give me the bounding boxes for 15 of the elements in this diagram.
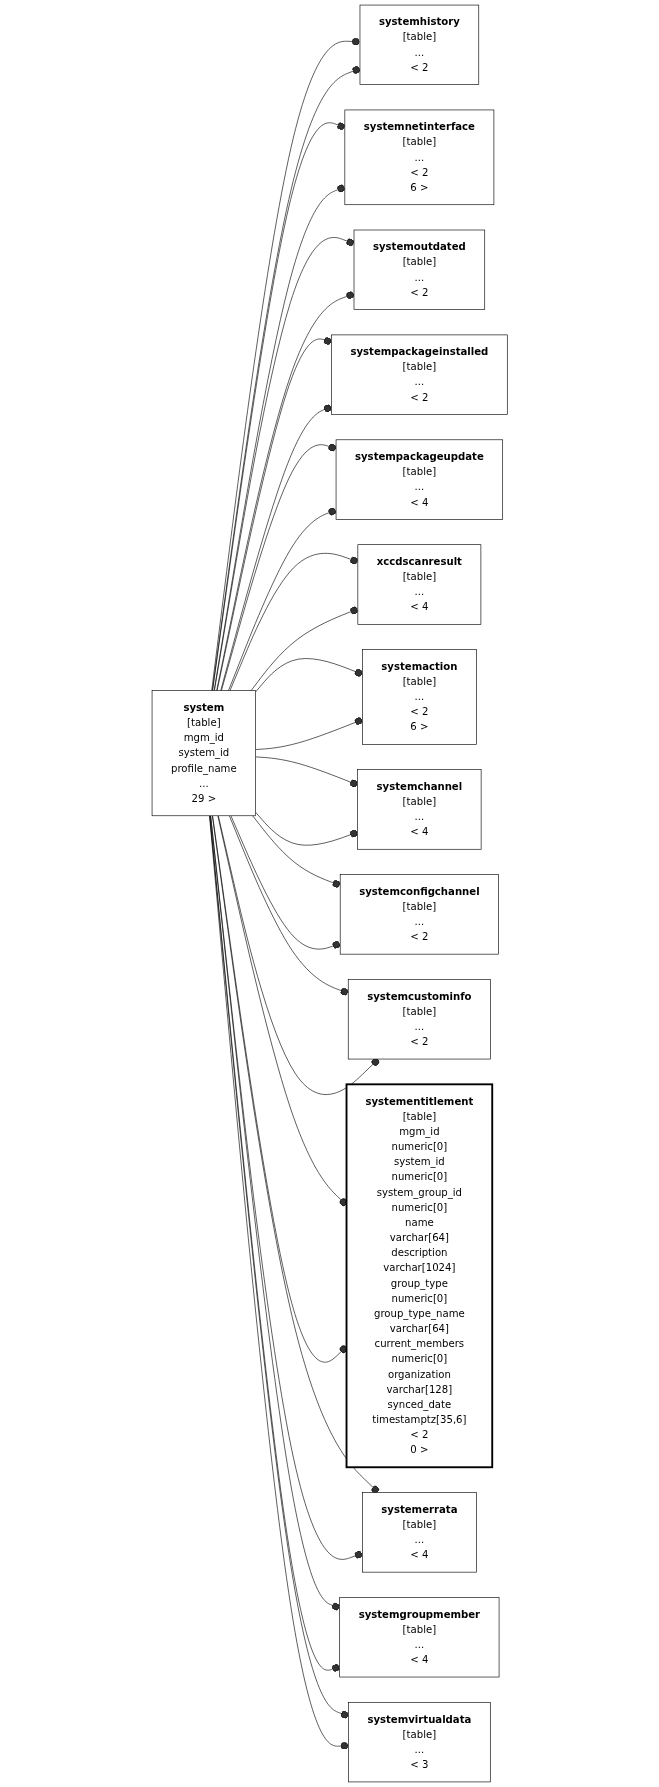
node-box: systemcustominfo [table] ... < 2: [347, 979, 491, 1060]
node-box: systemhistory [table] ... < 2: [359, 4, 479, 85]
node-box: systemnetinterface [table] ... < 2 6 >: [344, 109, 495, 206]
node-box: systemvirtualdata [table] ... < 3: [347, 1702, 491, 1783]
node-box: systempackageupdate [table] ... < 4: [335, 439, 503, 520]
node-box: xccdscanresult [table] ... < 4: [357, 544, 482, 625]
node-box: systemgroupmember [table] ... < 4: [339, 1597, 500, 1678]
node-box: systemconfigchannel [table] ... < 2: [339, 874, 499, 955]
node-box: systempackageinstalled [table] ... < 2: [330, 334, 508, 415]
node-box: systemchannel [table] ... < 4: [357, 769, 482, 850]
node-box: systemaction [table] ... < 2 6 >: [361, 649, 477, 745]
node-box: system [table] mgm_id system_id profile_name ... 29 >: [151, 690, 256, 817]
node-box: systemoutdated [table] ... < 2: [353, 229, 485, 310]
node-box: systemerrata [table] ... < 4: [361, 1492, 477, 1573]
node-box: systementitlement [table] mgm_id numeric[0] system_id numeric[0] system_group_id numeric[0] name varchar[64] description varchar[1024] group_type numeric[0] group_type_name varchar[64] current_members numeric[0] organization varchar[128] synced_date timestamptz[35,6] < 2 0 >: [345, 1083, 493, 1469]
